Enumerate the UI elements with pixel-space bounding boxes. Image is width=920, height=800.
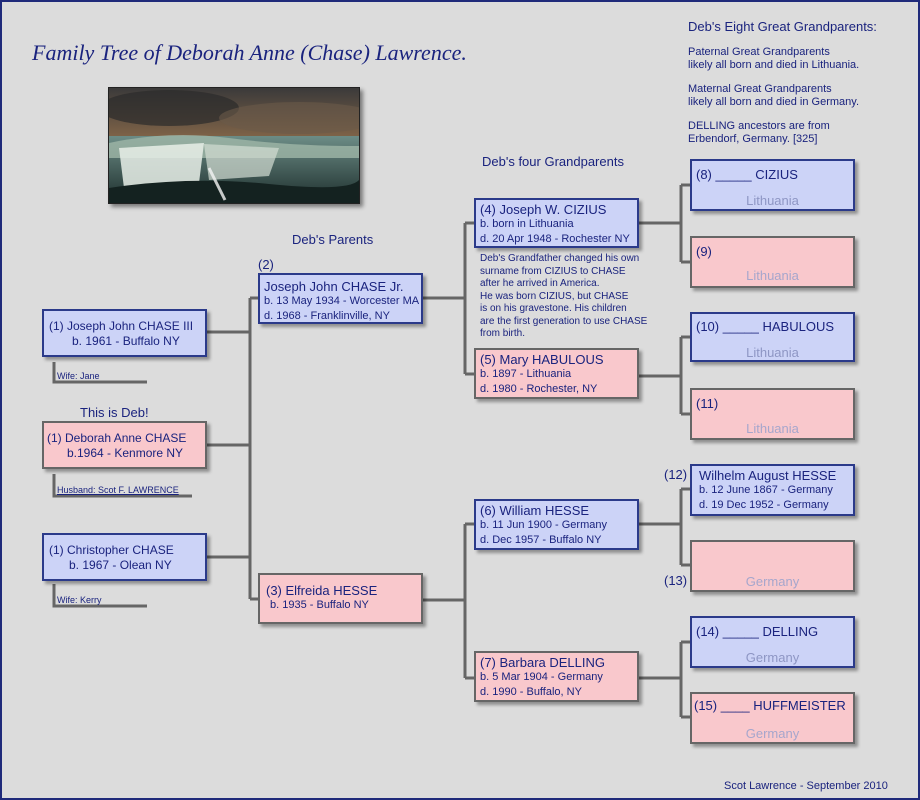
grandparent-died: d. Dec 1957 - Buffalo NY	[480, 534, 602, 546]
great-grandparent-name: (11)	[696, 396, 719, 411]
father-born: b. 13 May 1934 - Worcester MA	[264, 295, 420, 307]
great-grandparent-9-box[interactable]: (9) Lithuania	[690, 236, 855, 288]
deb-box[interactable]: (1) Deborah Anne CHASE b.1964 - Kenmore …	[42, 421, 207, 469]
grandparents-label: Deb's four Grandparents	[482, 154, 624, 169]
maternal-info-line2: likely all born and died in Germany.	[688, 96, 859, 108]
niagara-falls-photo	[108, 87, 360, 204]
great-grandparent-name: (14) _____ DELLING	[696, 624, 819, 639]
grandparent-name: (5) Mary HABULOUS	[480, 352, 604, 367]
sibling-joseph-spouse: Wife: Jane	[57, 371, 100, 381]
great-grandparent-place: Germany	[745, 726, 800, 741]
note-line: Deb's Grandfather changed his own	[480, 253, 640, 264]
grandparent-6-box[interactable]: (6) William HESSE b. 11 Jun 1900 - Germa…	[474, 499, 639, 550]
grandparent-born: b. 1897 - Lithuania	[480, 368, 572, 380]
note-line: are the first generation to use CHASE	[480, 315, 648, 327]
great-grandparent-place: Lithuania	[746, 421, 799, 436]
delling-info-line1: DELLING ancestors are from	[688, 120, 830, 132]
note-line: is on his gravestone. His children	[480, 303, 627, 314]
deb-spouse-link[interactable]: Husband: Scot F. LAWRENCE	[57, 485, 179, 495]
father-name: Joseph John CHASE Jr.	[264, 279, 404, 294]
deb-born: b.1964 - Kenmore NY	[67, 446, 184, 460]
grandparent-died: d. 20 Apr 1948 - Rochester NY	[480, 233, 630, 245]
paternal-info-line1: Paternal Great Grandparents	[688, 46, 830, 58]
sibling-christopher-box[interactable]: (1) Christopher CHASE b. 1967 - Olean NY	[42, 533, 207, 581]
sibling-name: (1) Christopher CHASE	[49, 543, 174, 557]
sibling-name: (1) Joseph John CHASE III	[49, 319, 194, 333]
great-grandparent-8-box[interactable]: (8) _____ CIZIUS Lithuania	[690, 159, 855, 211]
grandparent-7-box[interactable]: (7) Barbara DELLING b. 5 Mar 1904 - Germ…	[474, 651, 639, 702]
grandparent-name: (7) Barbara DELLING	[480, 655, 605, 670]
this-is-deb-label: This is Deb!	[80, 405, 149, 420]
great-grandparent-name: (10) _____ HABULOUS	[696, 319, 835, 334]
great-grandparent-name: (15) ____ HUFFMEISTER	[694, 698, 846, 713]
sibling-joseph-box[interactable]: (1) Joseph John CHASE III b. 1961 - Buff…	[42, 309, 207, 357]
sibling-christopher-spouse: Wife: Kerry	[57, 595, 102, 605]
grandparent-name: (4) Joseph W. CIZIUS	[480, 202, 607, 217]
parents-label: Deb's Parents	[292, 232, 374, 247]
footer-credit: Scot Lawrence - September 2010	[724, 780, 888, 792]
grandparent-4-box[interactable]: (4) Joseph W. CIZIUS b. born in Lithuani…	[474, 198, 639, 248]
sibling-born: b. 1967 - Olean NY	[69, 558, 172, 572]
great-grandparent-died: d. 19 Dec 1952 - Germany	[699, 499, 829, 511]
paternal-info-line2: likely all born and died in Lithuania.	[688, 59, 860, 71]
page-title: Family Tree of Deborah Anne (Chase) Lawr…	[32, 40, 467, 65]
father-died: d. 1968 - Franklinville, NY	[264, 310, 390, 322]
great-grandparent-place: Lithuania	[746, 268, 799, 283]
great-grandparent-place: Lithuania	[746, 345, 799, 360]
mother-box[interactable]: (3) Elfreida HESSE b. 1935 - Buffalo NY	[258, 573, 423, 624]
great-grandparent-born: b. 12 June 1867 - Germany	[699, 484, 833, 496]
great-grandparent-name: Wilhelm August HESSE	[699, 468, 837, 483]
surname-change-note: Deb's Grandfather changed his own surnam…	[480, 253, 647, 341]
grandparent-born: b. 5 Mar 1904 - Germany	[480, 671, 603, 683]
note-line: from birth.	[480, 328, 526, 339]
grandparent-born: b. 11 Jun 1900 - Germany	[480, 519, 607, 531]
great-grandparent-name: (9)	[696, 244, 712, 259]
great-grandparent-place: Germany	[745, 574, 800, 589]
great-grandparent-13-box[interactable]: Germany	[690, 540, 855, 592]
sibling-born: b. 1961 - Buffalo NY	[72, 334, 180, 348]
great-grandparent-name: (8) _____ CIZIUS	[696, 167, 798, 182]
great-13-number-label: (13)	[664, 573, 688, 588]
father-box[interactable]: Joseph John CHASE Jr. b. 13 May 1934 - W…	[258, 273, 423, 324]
great-grandparent-14-box[interactable]: (14) _____ DELLING Germany	[690, 616, 855, 668]
great-grandparent-12-box[interactable]: Wilhelm August HESSE b. 12 June 1867 - G…	[690, 464, 855, 516]
grandparent-died: d. 1980 - Rochester, NY	[480, 383, 598, 395]
great-grandparent-place: Germany	[745, 650, 800, 665]
grandparent-name: (6) William HESSE	[480, 503, 590, 518]
grandparent-died: d. 1990 - Buffalo, NY	[480, 686, 582, 698]
father-number-label: (2)	[258, 257, 274, 272]
note-line: He was born CIZIUS, but CHASE	[480, 290, 629, 302]
grandparent-born: b. born in Lithuania	[480, 218, 574, 230]
deb-name: (1) Deborah Anne CHASE	[47, 431, 187, 445]
great-grandparent-15-box[interactable]: (15) ____ HUFFMEISTER Germany	[690, 692, 855, 744]
mother-name: (3) Elfreida HESSE	[266, 583, 378, 598]
great-12-number-label: (12)	[664, 467, 688, 482]
mother-born: b. 1935 - Buffalo NY	[270, 599, 369, 611]
grandparent-5-box[interactable]: (5) Mary HABULOUS b. 1897 - Lithuania d.…	[474, 348, 639, 399]
great-grandparent-place: Lithuania	[746, 193, 799, 208]
note-line: after he arrived in America.	[480, 278, 600, 289]
delling-info-line2: Erbendorf, Germany. [325]	[688, 133, 818, 145]
great-grandparent-11-box[interactable]: (11) Lithuania	[690, 388, 855, 440]
maternal-info-line1: Maternal Great Grandparents	[688, 83, 832, 95]
great-grandparents-heading: Deb's Eight Great Grandparents:	[688, 19, 877, 34]
great-grandparent-10-box[interactable]: (10) _____ HABULOUS Lithuania	[690, 312, 855, 362]
note-line: surname from CIZIUS to CHASE	[480, 265, 626, 277]
